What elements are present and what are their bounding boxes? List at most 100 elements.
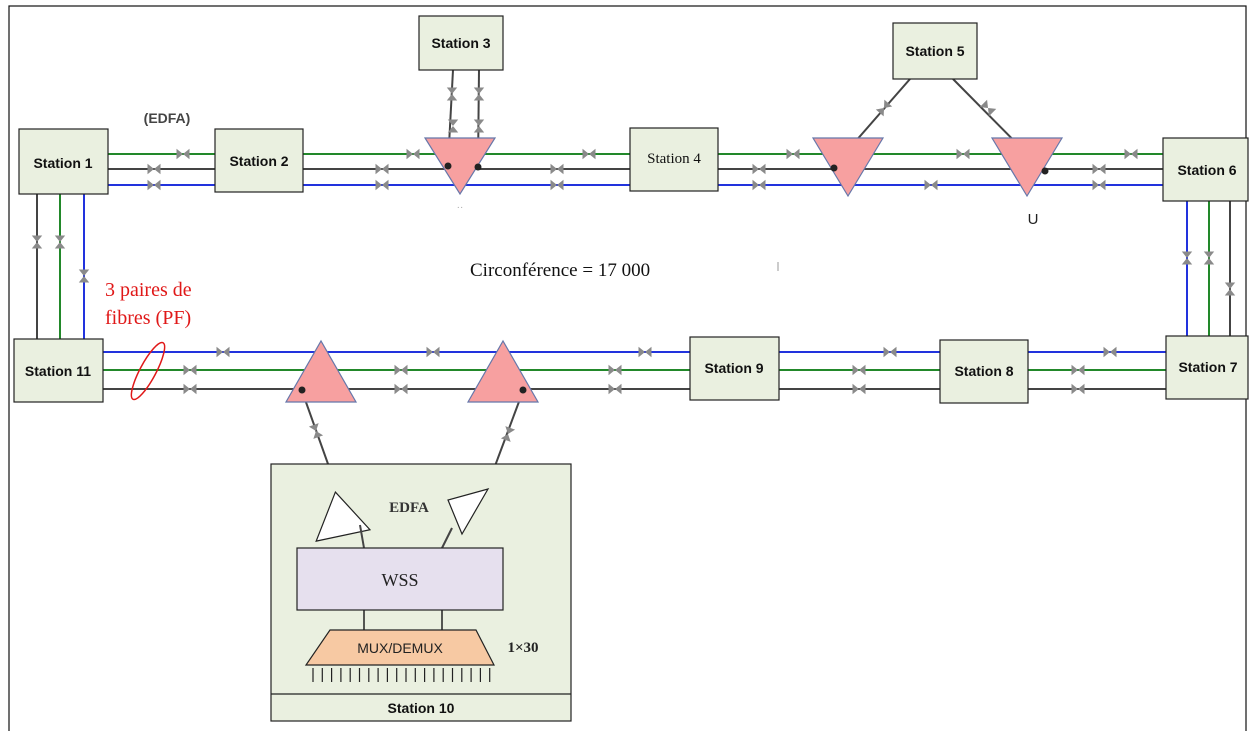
- edfa-repeater-icon: [582, 148, 596, 160]
- edfa-repeater-icon: [31, 235, 43, 249]
- edfa-repeater-icon: [1203, 251, 1215, 265]
- edfa-repeater-icon: [1071, 364, 1085, 376]
- edfa-repeater-icon: [308, 423, 324, 439]
- edfa-repeater-icon: [500, 426, 516, 442]
- station-10-label: Station 10: [388, 700, 455, 716]
- edfa-repeater-icon: [147, 179, 161, 191]
- edfa-repeater-icon: [608, 383, 622, 395]
- edfa-amplifier-left: [315, 490, 372, 542]
- edfa-repeater-icon: [1181, 251, 1193, 265]
- branching-unit-10b: [466, 339, 540, 403]
- station-4-label: Station 4: [647, 151, 701, 167]
- edfa-repeater-icon: [1071, 383, 1085, 395]
- station-3-label: Station 3: [431, 35, 490, 51]
- station-8-label: Station 8: [954, 363, 1013, 379]
- edfa-label: EDFA: [389, 500, 429, 516]
- edfa-repeater-icon: [979, 99, 997, 117]
- station-1: Station 1: [18, 128, 109, 195]
- edfa-repeater-icon: [608, 364, 622, 376]
- fiber-pairs-marker: [130, 341, 166, 401]
- station-1-label: Station 1: [33, 155, 92, 171]
- junction-dot: [519, 386, 527, 394]
- station-9-label: Station 9: [704, 360, 763, 376]
- right-vertical-fibers: [1186, 201, 1231, 336]
- edfa-repeater-icon: [183, 364, 197, 376]
- station-7: Station 7: [1165, 335, 1249, 400]
- edfa-repeater-icon: [446, 87, 458, 101]
- station-11-label: Station 11: [25, 363, 91, 379]
- fiber-pairs-label-line2: fibres (PF): [105, 307, 191, 329]
- station-5-label: Station 5: [905, 43, 964, 59]
- edfa-repeater-icon: [956, 148, 970, 160]
- mux-demux-box: [304, 629, 495, 666]
- junction-dot: [298, 386, 306, 394]
- station-2: Station 2: [214, 128, 304, 193]
- station-5: Station 5: [892, 22, 978, 80]
- station-6: Station 6: [1162, 137, 1249, 202]
- edfa-repeater-icon: [786, 148, 800, 160]
- junction-dot: [830, 164, 838, 172]
- port-ratio-label: 1×30: [507, 640, 538, 656]
- edfa-repeater-icon: [473, 87, 485, 101]
- edfa-repeater-icon: [78, 269, 90, 283]
- edfa-repeater-icon: [183, 383, 197, 395]
- station-6-label: Station 6: [1177, 162, 1236, 178]
- station-3: Station 3: [418, 15, 504, 71]
- station-10: Station 10 EDFA WSS MUX/DEMUX 1×30: [270, 463, 572, 722]
- edfa-repeater-icon: [550, 163, 564, 175]
- edfa-repeater-icon: [216, 346, 230, 358]
- station-2-label: Station 2: [229, 153, 288, 169]
- edfa-repeater-icon: [1124, 148, 1138, 160]
- station-7-label: Station 7: [1178, 359, 1237, 375]
- amp-left-lead: [359, 524, 365, 549]
- branching-unit-10a: [284, 339, 358, 403]
- circumference-label: Circonférence = 17 000: [470, 260, 650, 281]
- edfa-repeater-icon: [54, 235, 66, 249]
- edfa-repeater-icon: [924, 179, 938, 191]
- cropped-mark: ··: [457, 202, 464, 213]
- edfa-repeater-icon: [752, 179, 766, 191]
- edfa-repeater-icon: [473, 119, 485, 133]
- edfa-repeater-icon: [638, 346, 652, 358]
- edfa-repeater-icon: [1224, 282, 1236, 296]
- edfa-repeater-icon: [176, 148, 190, 160]
- edfa-repeater-icon: [883, 346, 897, 358]
- wss-label: WSS: [381, 570, 418, 590]
- branching-unit-5a: [811, 137, 885, 198]
- edfa-repeater-icon: [852, 364, 866, 376]
- amp-right-lead: [441, 527, 453, 549]
- left-vertical-fibers: [36, 194, 85, 339]
- mux-demux-label: MUX/DEMUX: [357, 640, 443, 656]
- junction-dot: [444, 162, 452, 170]
- branching-units: [284, 137, 1064, 403]
- station-8: Station 8: [939, 339, 1029, 404]
- fiber-pairs-label-line1: 3 paires de: [105, 279, 192, 301]
- wss-box: [296, 547, 504, 611]
- station-11: Station 11: [13, 338, 104, 403]
- edfa-repeater-icon: [394, 383, 408, 395]
- edfa-repeater-icon: [1092, 163, 1106, 175]
- edfa-amplifier-right: [447, 488, 490, 536]
- junction-dot: [1041, 167, 1049, 175]
- mux-ports: [312, 668, 491, 682]
- edfa-repeater-icon: [147, 163, 161, 175]
- edfa-repeater-icon: [752, 163, 766, 175]
- edfa-repeater-icon: [1103, 346, 1117, 358]
- edfa-repeater-icon: [375, 163, 389, 175]
- edfa-repeater-icon: [875, 99, 893, 117]
- edfa-repeater-icon: [852, 383, 866, 395]
- edfa-repeater-icon: [1092, 179, 1106, 191]
- station-9: Station 9: [689, 336, 780, 401]
- u-mark-label: U: [1028, 211, 1039, 228]
- edfa-repeater-icon: [550, 179, 564, 191]
- edfa-top-label: (EDFA): [144, 110, 191, 126]
- edfa-repeater-icon: [406, 148, 420, 160]
- edfa-repeater-icon: [394, 364, 408, 376]
- branching-unit-5b: [990, 137, 1064, 198]
- edfa-repeater-icon: [426, 346, 440, 358]
- station-4: Station 4: [629, 127, 719, 192]
- edfa-repeater-icon: [375, 179, 389, 191]
- junction-dot: [474, 163, 482, 171]
